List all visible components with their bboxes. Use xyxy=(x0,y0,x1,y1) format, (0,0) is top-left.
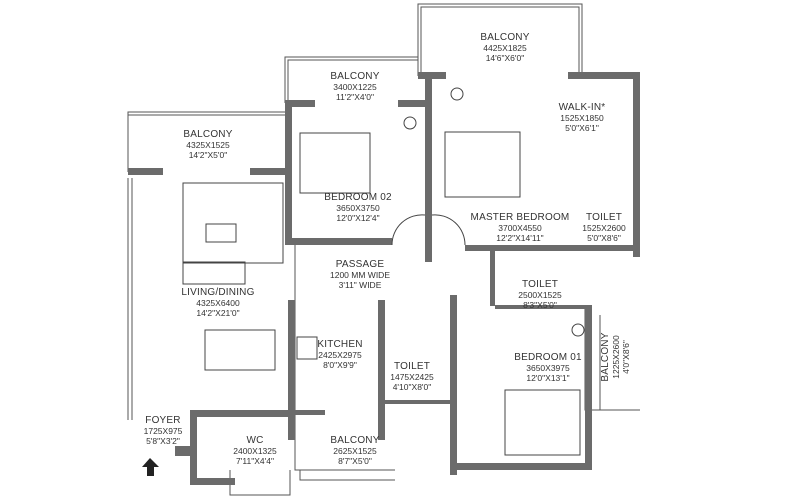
balcony-bedroom02-railing xyxy=(284,56,418,103)
furniture xyxy=(182,87,585,456)
balcony-living-railing xyxy=(127,111,285,172)
balcony-top-railing xyxy=(417,3,583,76)
walls xyxy=(128,72,640,485)
entry-arrow-icon xyxy=(142,458,159,476)
